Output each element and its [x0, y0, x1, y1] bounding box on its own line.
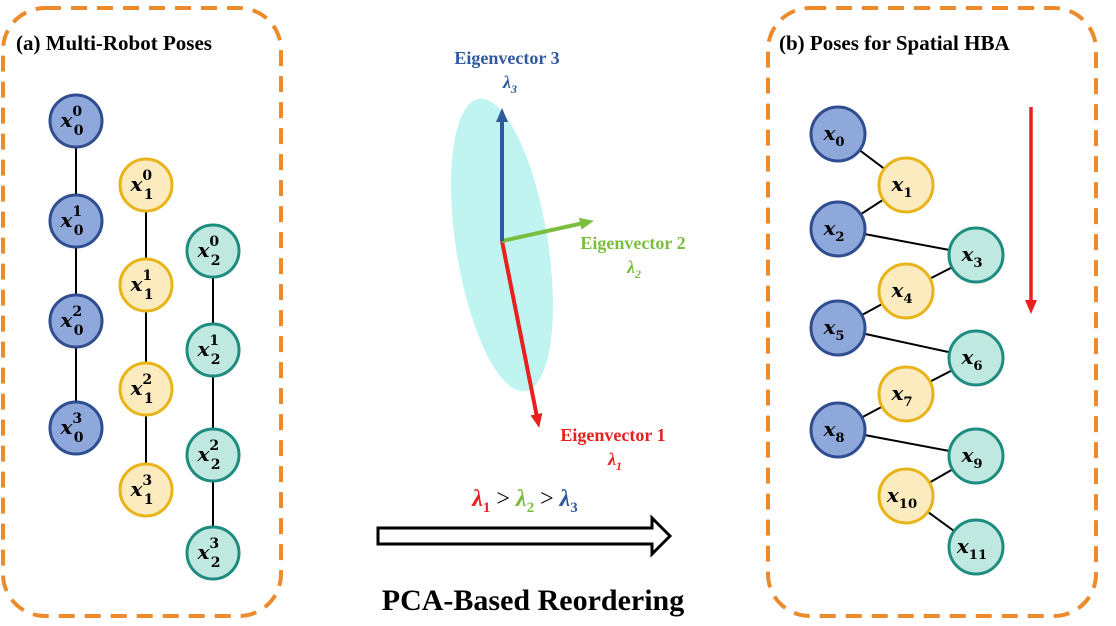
reordered-pose-2: x2	[809, 200, 867, 258]
pca-illustration: Eigenvector 3 λ3 Eigenvector 2 λ2 Eigenv…	[376, 48, 686, 617]
left-panel-title: (a) Multi-Robot Poses	[16, 31, 212, 55]
reordered-pose-8: x8	[809, 401, 867, 459]
reordered-pose-0: x0	[809, 105, 867, 163]
reordered-pose-9-circle	[947, 427, 1005, 485]
robot0-pose-1-circle	[48, 193, 104, 249]
robot2-pose-1-circle	[185, 322, 241, 378]
pca-caption: PCA-Based Reordering	[382, 584, 684, 617]
left-panel-border	[1, 6, 283, 618]
reordered-pose-11-label: x11	[956, 534, 987, 563]
reordered-pose-5: x5	[809, 299, 867, 357]
reordered-pose-9: x9	[947, 427, 1005, 485]
robot2-pose-0-circle	[185, 223, 241, 279]
reordered-pose-2-label: x2	[822, 216, 844, 245]
reordered-pose-10: x10	[877, 467, 935, 525]
reordered-pose-3: x3	[947, 226, 1005, 284]
reordered-pose-4: x4	[877, 262, 935, 320]
eigenvector-2-arrow	[501, 217, 594, 243]
reordered-pose-7-circle	[877, 365, 935, 423]
reordered-pose-11: x11	[947, 518, 1005, 576]
eigenvector-1-label: Eigenvector 1	[560, 425, 665, 445]
robot1-pose-2-circle	[118, 361, 174, 417]
robot0-pose-0-circle	[48, 93, 104, 149]
robot1-pose-3-circle	[118, 462, 174, 518]
reordered-pose-1-label: x1	[890, 172, 912, 201]
eigenvector-3-label: Eigenvector 3	[454, 48, 559, 68]
eigenvalue-inequality: λ1 > λ2 > λ3	[471, 486, 578, 518]
reordered-pose-0-label: x0	[822, 121, 844, 150]
robot1-pose-0-circle	[118, 157, 174, 213]
robot2-pose-2-circle	[185, 427, 241, 483]
reordered-pose-3-circle	[947, 226, 1005, 284]
eigenvector-2-label: Eigenvector 2	[580, 233, 685, 253]
lambda-3-label: λ3	[502, 72, 517, 96]
ineq-lambda-1: λ	[471, 486, 483, 512]
robot2-pose-3-circle	[185, 525, 241, 581]
reordered-pose-7-label: x7	[890, 381, 912, 410]
ineq-lambda-3: λ	[559, 486, 571, 512]
lambda-2-label: λ2	[626, 257, 641, 281]
spatial-hba-pose-graph: x0 x1 x2 x3 x4 x5 x6 x7 x8 x9 x10 x11	[809, 105, 1005, 576]
ineq-lambda-2: λ	[515, 486, 527, 512]
right-panel-title: (b) Poses for Spatial HBA	[779, 31, 1010, 55]
reordering-arrow	[376, 514, 673, 558]
reordered-pose-10-label: x10	[886, 483, 917, 512]
reordered-pose-7: x7	[877, 365, 935, 423]
reordered-pose-11-circle	[947, 518, 1005, 576]
reordered-pose-5-label: x5	[822, 315, 844, 344]
reordered-pose-9-label: x9	[960, 443, 982, 472]
right-panel: (b) Poses for Spatial HBA x0 x1 x2 x3 x4 x5 x6…	[766, 6, 1098, 618]
reordered-pose-8-circle	[809, 401, 867, 459]
lambda-1-label: λ1	[607, 449, 622, 473]
robot0-pose-3-circle	[48, 400, 104, 456]
robot0-pose-2-circle	[48, 293, 104, 349]
reordered-pose-6-circle	[947, 329, 1005, 387]
right-panel-border	[766, 6, 1098, 618]
eigenvector-1-arrow	[500, 240, 543, 428]
reordered-pose-1-circle	[877, 156, 935, 214]
reordered-pose-8-label: x8	[822, 417, 844, 446]
reordered-pose-0-circle	[809, 105, 867, 163]
reordered-pose-2-circle	[809, 200, 867, 258]
reordered-pose-5-circle	[809, 299, 867, 357]
reordered-pose-1: x1	[877, 156, 935, 214]
reordered-pose-4-circle	[877, 262, 935, 320]
reordered-pose-10-circle	[877, 467, 935, 525]
reordered-pose-6-label: x6	[960, 345, 982, 374]
reordered-pose-3-label: x3	[960, 242, 982, 271]
robot1-pose-1-circle	[118, 257, 174, 313]
reordered-pose-4-label: x4	[890, 278, 912, 307]
reordered-pose-6: x6	[947, 329, 1005, 387]
